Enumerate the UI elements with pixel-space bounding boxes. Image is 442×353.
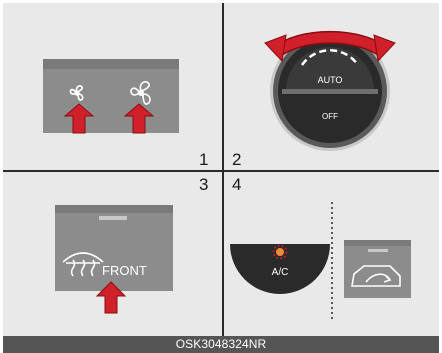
ac-recirculation-illustration: A/C xyxy=(224,172,439,336)
indicator-light xyxy=(368,249,388,252)
figure-code: OSK3048324NR xyxy=(3,336,439,353)
quadrant-number-1: 1 xyxy=(199,151,208,168)
front-label: FRONT xyxy=(102,263,147,278)
knob-auto-label: AUTO xyxy=(318,75,343,85)
quadrant-fan-speed xyxy=(3,3,222,170)
fan-speed-illustration xyxy=(3,3,222,170)
quadrant-front-defrost: FRONT xyxy=(3,172,222,336)
caption-bar: OSK3048324NR xyxy=(3,336,439,353)
recirculation-button[interactable] xyxy=(344,240,411,298)
quadrant-auto-knob: AUTO OFF xyxy=(224,3,439,170)
quadrant-ac-recirculation: A/C xyxy=(224,172,439,336)
quadrant-number-2: 2 xyxy=(232,151,241,168)
indicator-light xyxy=(99,216,127,220)
auto-knob-illustration: AUTO OFF xyxy=(224,3,439,170)
horizontal-divider xyxy=(3,170,439,172)
knob-divider xyxy=(282,89,378,94)
quadrant-number-4: 4 xyxy=(232,176,241,193)
front-defrost-illustration: FRONT xyxy=(3,172,222,336)
knob-off-label: OFF xyxy=(322,112,338,121)
quadrant-number-3: 3 xyxy=(199,176,208,193)
fan-control-panel xyxy=(43,59,179,133)
ac-label: A/C xyxy=(272,267,289,278)
